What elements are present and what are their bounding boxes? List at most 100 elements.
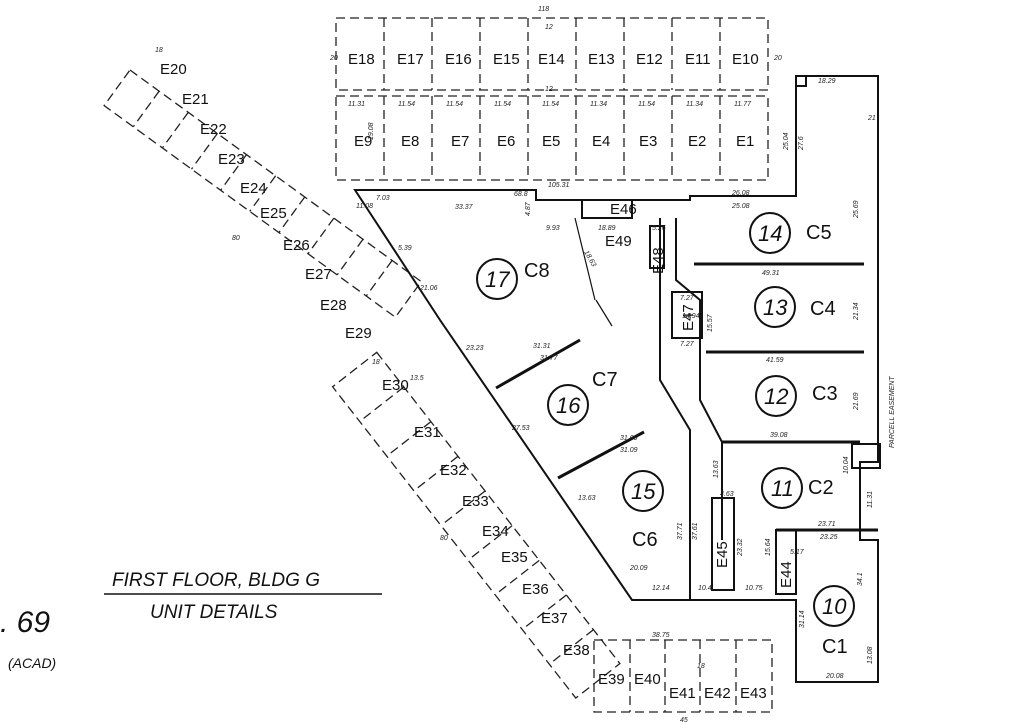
unit-e5-label: E5 bbox=[542, 133, 560, 150]
dim-c7-e: 27.53 bbox=[511, 425, 530, 432]
dim-c8-c: 21.06 bbox=[419, 285, 438, 292]
dim-bottom-height: 18 bbox=[697, 663, 705, 670]
dim-e5-width: 11.54 bbox=[542, 101, 559, 108]
unit-number-17: 17 bbox=[485, 267, 510, 292]
unit-c7-label: C7 bbox=[592, 369, 618, 391]
unit-e16-label: E16 bbox=[445, 51, 472, 68]
unit-number-16: 16 bbox=[556, 393, 581, 418]
dim-e9-width: 11.31 bbox=[348, 101, 365, 108]
unit-e34-label: E34 bbox=[482, 523, 509, 540]
unit-e21-label: E21 bbox=[182, 91, 209, 108]
unit-e20-label: E20 bbox=[160, 61, 187, 78]
dim-c2-d: 23.25 bbox=[819, 534, 838, 541]
dim-c1-a: 5.17 bbox=[790, 549, 805, 556]
bottom-unit-block: 38.75 45 18 E39 E40 E41 E42 E43 bbox=[593, 632, 773, 724]
unit-e14-label: E14 bbox=[538, 51, 565, 68]
unit-e8-label: E8 bbox=[401, 133, 419, 150]
dim-c8-f: 11.08 bbox=[356, 203, 373, 210]
dim-e45-c: 13.63 bbox=[713, 460, 720, 478]
commercial-unit-c2: 11 C2 bbox=[761, 467, 834, 509]
unit-e29-label: E29 bbox=[345, 325, 372, 342]
unit-e32-label: E32 bbox=[440, 462, 467, 479]
commercial-unit-c3: 12 C3 bbox=[755, 375, 838, 417]
unit-e13-label: E13 bbox=[588, 51, 615, 68]
unit-e30-label: E30 bbox=[382, 377, 409, 394]
unit-e41-label: E41 bbox=[669, 685, 696, 702]
dim-lower-total: 105.31 bbox=[548, 182, 570, 189]
dim-bottom-top: 38.75 bbox=[652, 632, 670, 639]
dim-c8-a: 33.37 bbox=[455, 204, 474, 211]
unit-e22-label: E22 bbox=[200, 121, 227, 138]
unit-e36-label: E36 bbox=[522, 581, 549, 598]
unit-e3-label: E3 bbox=[639, 133, 657, 150]
commercial-unit-c6: 15 C6 bbox=[622, 470, 664, 551]
dim-top-width: 118 bbox=[538, 6, 549, 13]
unit-c2-label: C2 bbox=[808, 477, 834, 499]
unit-c6-label: C6 bbox=[632, 529, 658, 551]
unit-e12-label: E12 bbox=[636, 51, 663, 68]
unit-number-10: 10 bbox=[822, 594, 847, 619]
title-line-1: FIRST FLOOR, BLDG G bbox=[112, 570, 320, 591]
unit-e17-label: E17 bbox=[397, 51, 424, 68]
unit-c3-label: C3 bbox=[812, 383, 838, 405]
unit-e24-label: E24 bbox=[240, 180, 267, 197]
dim-c1-left: 31.14 bbox=[799, 610, 806, 628]
diagonal-unit-row-upper bbox=[103, 69, 423, 319]
dim-c4-top: 49.31 bbox=[762, 270, 780, 277]
dim-c6-e: 13.63 bbox=[578, 495, 596, 502]
dim-row-height-right: 20 bbox=[773, 55, 782, 62]
dim-e49-b: 5.26 bbox=[652, 225, 666, 232]
dim-lower-depth: 19.08 bbox=[368, 122, 375, 140]
unit-e47-label: E47 bbox=[680, 304, 697, 331]
unit-e10-label: E10 bbox=[732, 51, 759, 68]
dim-c6-d: 20.09 bbox=[629, 565, 648, 572]
unit-e48-label: E48 bbox=[650, 247, 667, 274]
unit-e49-label: E49 bbox=[605, 233, 632, 250]
dim-c5-e: 25.69 bbox=[853, 200, 860, 219]
unit-e38-label: E38 bbox=[563, 642, 590, 659]
unit-e27-label: E27 bbox=[305, 266, 332, 283]
dim-c2-a: 10.04 bbox=[843, 456, 850, 474]
dim-c8-d: 23.23 bbox=[465, 345, 484, 352]
dim-diag-length: 80 bbox=[232, 235, 240, 242]
unit-e39-label: E39 bbox=[598, 671, 625, 688]
dim-c6-a: 12.14 bbox=[652, 585, 670, 592]
dim-c8-g: 5.39 bbox=[398, 245, 412, 252]
commercial-unit-c1: 10 C1 bbox=[813, 585, 855, 658]
unit-e28-label: E28 bbox=[320, 297, 347, 314]
dim-e45-a: 4.63 bbox=[720, 491, 734, 498]
unit-e15-label: E15 bbox=[493, 51, 520, 68]
unit-e18-label: E18 bbox=[348, 51, 375, 68]
dim-c7-c: 31.09 bbox=[620, 435, 638, 442]
dim-c5-top: 18.29 bbox=[818, 78, 836, 85]
page-number-fragment: . 69 bbox=[0, 606, 50, 639]
dim-c6-g: 37.61 bbox=[692, 522, 699, 540]
dim-c3-right: 21.69 bbox=[853, 392, 860, 411]
unit-c1-label: C1 bbox=[822, 636, 848, 658]
unit-e40-label: E40 bbox=[634, 671, 661, 688]
dim-e47-c: 7.27 bbox=[680, 341, 695, 348]
dim-e49-d: 4.87 bbox=[525, 201, 532, 216]
unit-c8-label: C8 bbox=[524, 260, 550, 282]
drawing-title: FIRST FLOOR, BLDG G UNIT DETAILS bbox=[104, 570, 382, 623]
building-outline bbox=[353, 75, 881, 683]
dim-c4-right: 21.34 bbox=[853, 302, 860, 321]
unit-e9-label: E9 bbox=[354, 133, 372, 150]
unit-e44-label: E44 bbox=[778, 561, 795, 588]
unit-c4-label: C4 bbox=[810, 298, 836, 320]
dim-c6-b: 10.4 bbox=[698, 585, 712, 592]
dim-top-12: 12 bbox=[545, 24, 553, 31]
dim-c5-b: 27.6 bbox=[798, 136, 805, 151]
dim-c2-top: 39.08 bbox=[770, 432, 788, 439]
unit-e31-label: E31 bbox=[414, 424, 441, 441]
dim-c1-right: 34.1 bbox=[857, 572, 864, 586]
dim-e8-width: 11.54 bbox=[398, 101, 415, 108]
unit-e23-label: E23 bbox=[218, 151, 245, 168]
dim-c5-a: 25.04 bbox=[783, 132, 790, 151]
acad-note: (ACAD) bbox=[8, 655, 56, 671]
unit-e11-label: E11 bbox=[685, 51, 711, 68]
unit-e35-label: E35 bbox=[501, 549, 528, 566]
dim-c5-right: 21 bbox=[867, 115, 876, 122]
dim-e47-a: 7.27 bbox=[680, 295, 695, 302]
